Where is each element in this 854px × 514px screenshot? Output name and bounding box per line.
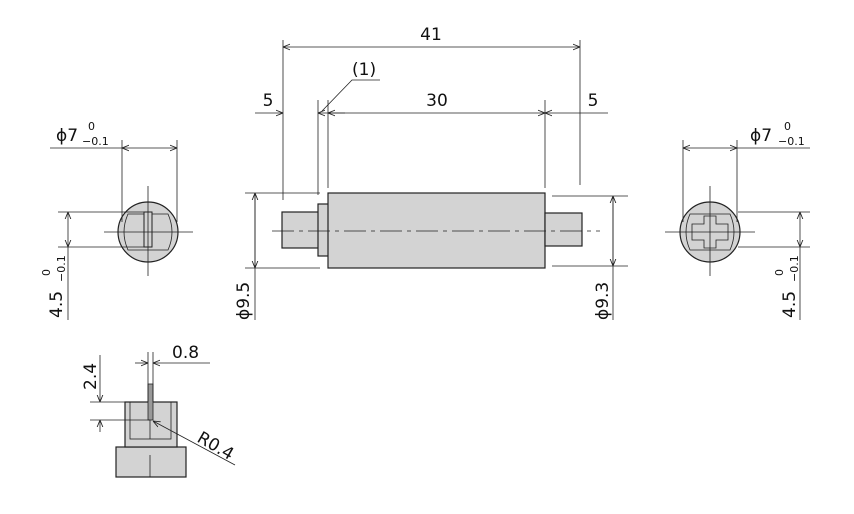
left-stub — [281, 211, 321, 249]
tolerance-lower: −0.1 — [82, 135, 109, 148]
right-stub — [544, 212, 583, 247]
left-diameter-label: ϕ9.5 — [234, 282, 254, 320]
tolerance-lower: −0.1 — [55, 255, 68, 282]
right-width-label: 4.5 — [780, 291, 800, 318]
slot-detail-view: 0.8 2.4 R0.4 — [81, 343, 238, 478]
tolerance-upper: 0 — [784, 120, 791, 133]
shaft-body — [327, 192, 546, 269]
left-end-view: ϕ7 0 −0.1 4.5 0 −0.1 — [40, 120, 193, 320]
slot-depth-label: 2.4 — [81, 363, 101, 390]
tolerance-lower: −0.1 — [788, 255, 801, 282]
tolerance-lower: −0.1 — [778, 135, 805, 148]
left-width-label: 4.5 — [47, 291, 67, 318]
overall-length-label: 41 — [420, 25, 442, 45]
tolerance-upper: 0 — [88, 120, 95, 133]
tolerance-upper: 0 — [773, 269, 786, 276]
body-length-label: 30 — [426, 91, 448, 111]
tolerance-upper: 0 — [40, 269, 53, 276]
left-stub-length-label: 5 — [263, 91, 274, 111]
right-diameter-label: ϕ7 — [750, 126, 772, 146]
front-view: 41 5 30 5 (1) ϕ9.5 ϕ9.3 — [234, 25, 628, 320]
slot-width-label: 0.8 — [172, 343, 199, 363]
left-diameter-label: ϕ7 — [56, 126, 78, 146]
callout-label: (1) — [352, 60, 376, 80]
right-end-view: ϕ7 0 −0.1 4.5 0 −0.1 — [665, 120, 810, 320]
corner-radius-label: R0.4 — [194, 428, 238, 465]
right-stub-length-label: 5 — [588, 91, 599, 111]
right-diameter-label: ϕ9.3 — [593, 282, 613, 320]
